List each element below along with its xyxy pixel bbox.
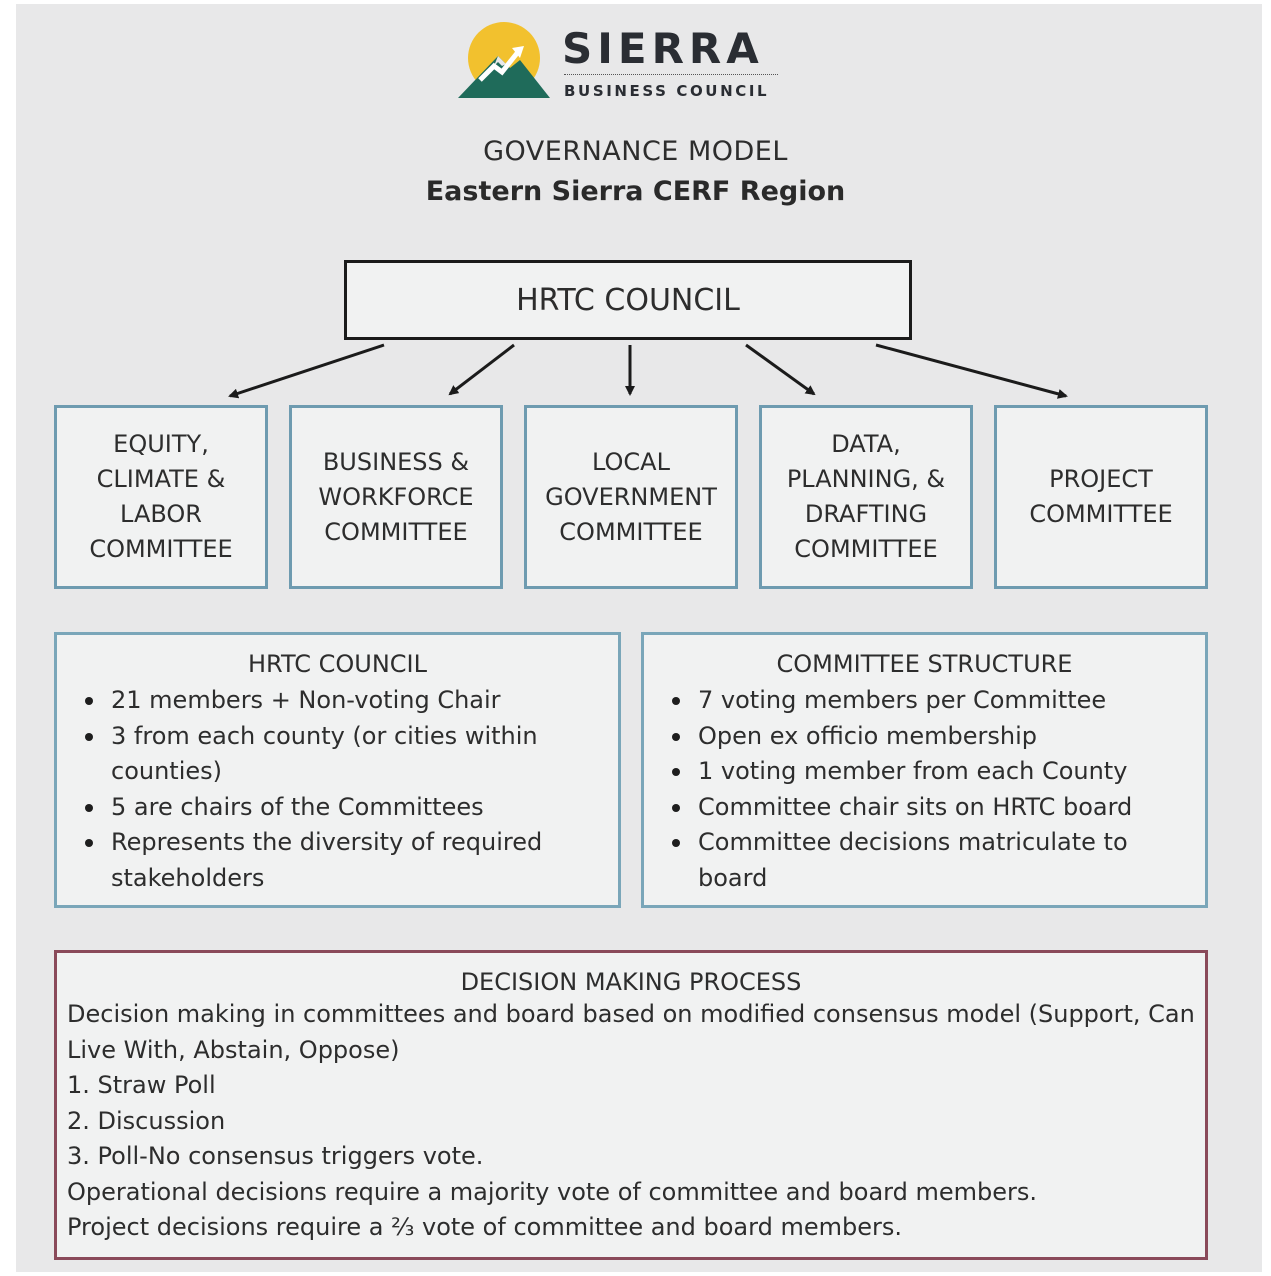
- sierra-business-council-logo: SIERRA BUSINESS COUNCIL: [458, 22, 788, 102]
- committee-data-planning-drafting: DATA, PLANNING, & DRAFTING COMMITTEE: [759, 405, 973, 589]
- committee-panel-title: COMMITTEE STRUCTURE: [776, 650, 1073, 678]
- council-panel-title: HRTC COUNCIL: [248, 650, 427, 678]
- council-panel-list: 21 members + Non-voting Chair 3 from eac…: [77, 683, 598, 896]
- committee-local-government: LOCAL GOVERNMENT COMMITTEE: [524, 405, 738, 589]
- logo-divider: [564, 74, 778, 75]
- sun-mountain-icon: [458, 22, 550, 98]
- list-item: Committee decisions matriculate to board: [672, 825, 1185, 896]
- hrtc-council-box: HRTC COUNCIL: [344, 260, 912, 340]
- list-item: Committee chair sits on HRTC board: [672, 790, 1185, 826]
- decision-line: 3. Poll-No consensus triggers vote.: [67, 1142, 484, 1170]
- diagram-subtitle: Eastern Sierra CERF Region: [425, 176, 846, 207]
- decision-panel-title: DECISION MAKING PROCESS: [460, 968, 802, 996]
- committee-project: PROJECT COMMITTEE: [994, 405, 1208, 589]
- list-item: 3 from each county (or cities within cou…: [85, 719, 598, 790]
- list-item: 21 members + Non-voting Chair: [85, 683, 598, 719]
- committee-panel-list: 7 voting members per Committee Open ex o…: [664, 683, 1185, 896]
- list-item: 7 voting members per Committee: [672, 683, 1185, 719]
- decision-line: Decision making in committees and board …: [67, 1000, 1195, 1064]
- list-item: 5 are chairs of the Committees: [85, 790, 598, 826]
- decision-line: 2. Discussion: [67, 1106, 226, 1135]
- hrtc-council-panel: HRTC COUNCIL 21 members + Non-voting Cha…: [54, 632, 621, 908]
- logo-name: SIERRA: [562, 24, 764, 73]
- list-item: 1 voting member from each County: [672, 754, 1185, 790]
- list-item: Represents the diversity of required sta…: [85, 825, 598, 896]
- logo-subtitle: BUSINESS COUNCIL: [564, 82, 770, 100]
- decision-line: Project decisions require a ⅔ vote of co…: [67, 1213, 902, 1241]
- committee-business-workforce: BUSINESS & WORKFORCE COMMITTEE: [289, 405, 503, 589]
- list-item: Open ex officio membership: [672, 719, 1185, 755]
- decision-making-panel: DECISION MAKING PROCESS Decision making …: [54, 950, 1208, 1260]
- committee-equity-climate-labor: EQUITY, CLIMATE & LABOR COMMITTEE: [54, 405, 268, 589]
- diagram-title: GOVERNANCE MODEL: [483, 136, 788, 167]
- decision-line: Operational decisions require a majority…: [67, 1177, 1037, 1206]
- decision-line: 1. Straw Poll: [67, 1071, 216, 1099]
- committee-structure-panel: COMMITTEE STRUCTURE 7 voting members per…: [641, 632, 1208, 908]
